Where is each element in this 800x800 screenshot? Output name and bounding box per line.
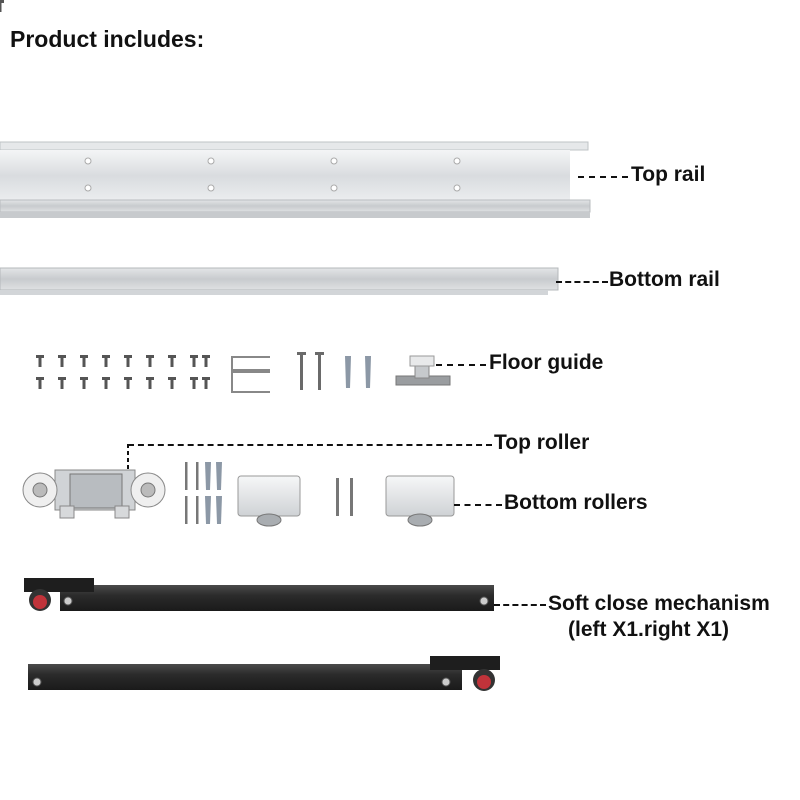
allen-key-image — [231, 356, 270, 393]
top-roller-image — [22, 469, 166, 519]
floor-guide-leader — [436, 364, 486, 366]
wall-anchors-image — [345, 356, 371, 388]
bottom-rail-label: Bottom rail — [609, 268, 720, 291]
top-rail-image — [0, 141, 591, 218]
top-roller-label: Top roller — [494, 431, 590, 454]
soft-close-left-image — [24, 578, 494, 611]
long-screws-image — [297, 352, 324, 390]
roller-screws-image — [185, 462, 353, 524]
bottom-roller-right-image — [385, 475, 455, 527]
floor-guide-label: Floor guide — [489, 351, 604, 374]
bottom-rail-image — [0, 267, 559, 295]
top-roller-leader — [128, 444, 492, 446]
bottom-rollers-label: Bottom rollers — [504, 491, 648, 514]
soft-close-right-image — [28, 656, 500, 691]
bottom-rail-leader — [556, 281, 608, 283]
bottom-roller-left-image — [237, 475, 301, 527]
floor-guide-image — [395, 355, 451, 386]
screws-image — [0, 0, 210, 389]
soft-close-leader — [494, 604, 546, 606]
top-rail-label: Top rail — [631, 163, 706, 186]
bottom-rollers-leader — [454, 504, 502, 506]
soft-close-label: Soft close mechanism — [548, 592, 770, 615]
soft-close-quantity-label: (left X1.right X1) — [568, 618, 730, 641]
top-rail-leader — [578, 176, 628, 178]
page-title: Product includes: — [10, 26, 205, 52]
